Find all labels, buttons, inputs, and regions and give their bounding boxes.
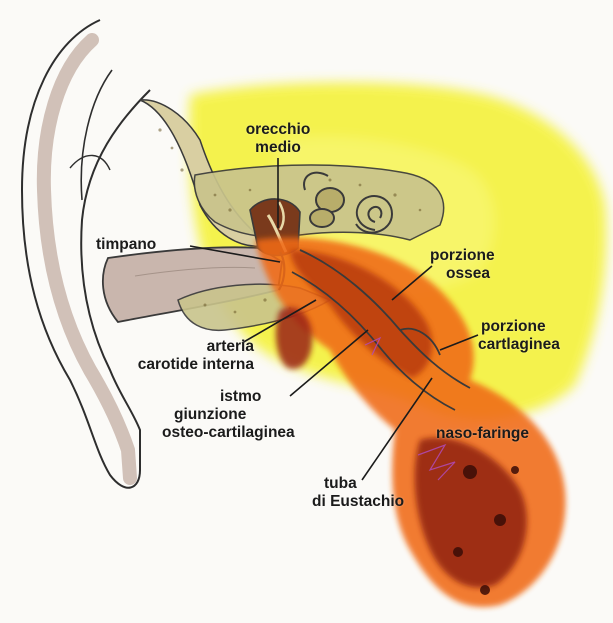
label-tuba-line2: di Eustachio — [312, 493, 404, 511]
label-porzione-cartilaginea-line2: cartlaginea — [478, 336, 560, 354]
label-timpano-line1: timpano — [96, 236, 156, 254]
label-orecchio-medio: orecchio medio — [228, 121, 328, 157]
label-istmo-line1: istmo — [162, 388, 295, 406]
label-istmo-line3: osteo-cartilaginea — [162, 424, 295, 442]
label-orecchio-medio-line1: orecchio — [228, 121, 328, 139]
label-istmo: istmo giunzione osteo-cartilaginea — [162, 388, 295, 442]
label-porzione-ossea-line1: porzione — [430, 247, 495, 265]
label-porzione-ossea-line2: ossea — [430, 265, 495, 283]
label-porzione-cartilaginea: porzione cartlaginea — [478, 318, 560, 354]
label-orecchio-medio-line2: medio — [228, 139, 328, 157]
label-timpano: timpano — [96, 236, 156, 254]
label-arteria-carotide: arteria carotide interna — [118, 338, 254, 374]
label-tuba-eustachio: tuba di Eustachio — [312, 475, 404, 511]
label-tuba-line1: tuba — [312, 475, 404, 493]
label-arteria-line2: carotide interna — [118, 356, 254, 374]
label-porzione-cartilaginea-line1: porzione — [478, 318, 560, 336]
label-naso-faringe: naso-faringe — [436, 425, 529, 443]
label-naso-faringe-line1: naso-faringe — [436, 425, 529, 443]
label-porzione-ossea: porzione ossea — [430, 247, 495, 283]
label-istmo-line2: giunzione — [162, 406, 295, 424]
label-arteria-line1: arteria — [118, 338, 254, 356]
